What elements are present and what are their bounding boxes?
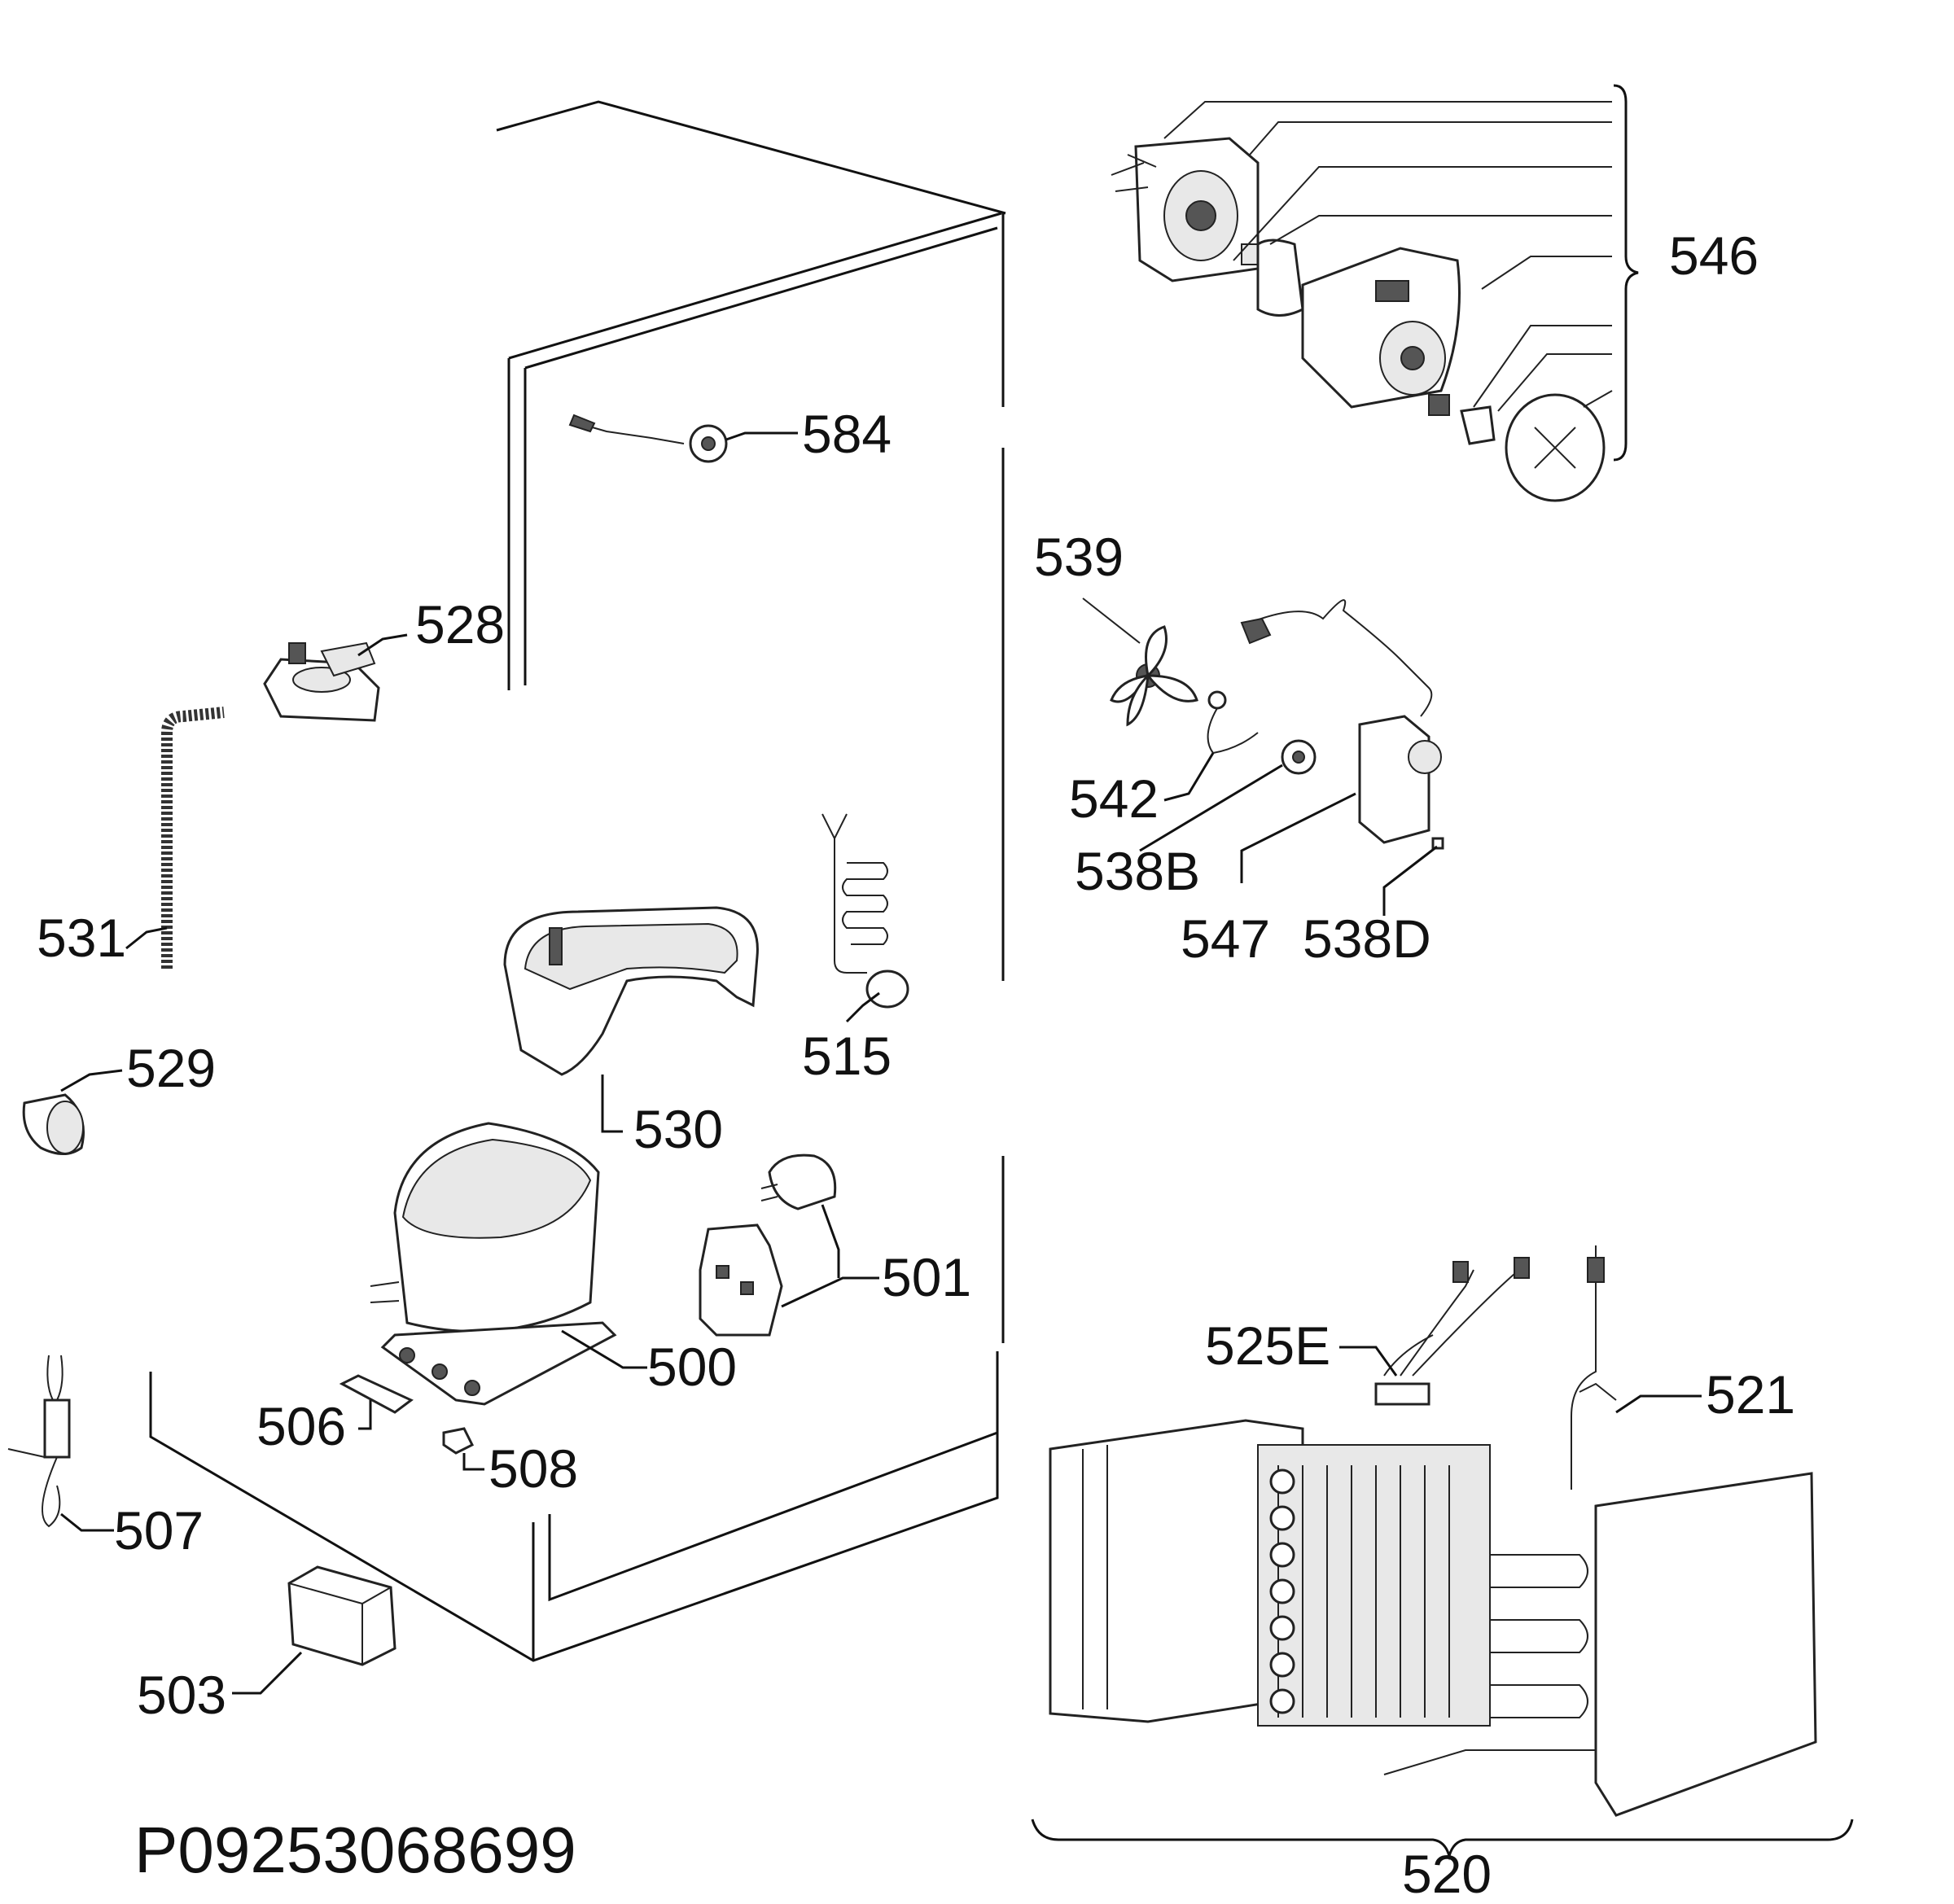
label-508: 508	[488, 1438, 578, 1499]
fan-assembly-546	[1111, 137, 1606, 502]
label-520: 520	[1402, 1844, 1492, 1900]
label-525E: 525E	[1205, 1315, 1330, 1376]
part-500	[370, 1122, 647, 1406]
cabinet-outline	[149, 100, 1006, 1662]
label-546: 546	[1669, 225, 1759, 286]
label-501: 501	[882, 1247, 971, 1307]
label-547: 547	[1181, 908, 1270, 969]
label-531: 531	[37, 908, 126, 968]
part-528	[263, 633, 408, 722]
label-503: 503	[137, 1665, 226, 1725]
part-531	[125, 707, 225, 969]
part-515	[821, 813, 909, 1023]
label-538D: 538D	[1303, 908, 1431, 969]
label-506: 506	[256, 1396, 346, 1456]
label-584: 584	[802, 404, 892, 464]
label-538B: 538B	[1075, 841, 1200, 901]
fan-motor-group	[1139, 599, 1444, 916]
part-530	[503, 906, 759, 1133]
label-528: 528	[415, 594, 505, 654]
part-584	[568, 414, 798, 463]
part-501	[699, 1153, 879, 1337]
part-539	[1082, 597, 1198, 727]
label-521: 521	[1706, 1364, 1795, 1425]
diagram-code: P09253068699	[134, 1814, 576, 1886]
label-529: 529	[126, 1038, 216, 1098]
part-529	[22, 1069, 123, 1155]
leader-lines-546	[1163, 84, 1639, 462]
part-506-508	[339, 1374, 484, 1471]
part-503	[232, 1565, 396, 1695]
label-542: 542	[1069, 768, 1159, 829]
label-515: 515	[802, 1026, 892, 1086]
label-507: 507	[114, 1500, 204, 1560]
label-530: 530	[633, 1099, 723, 1159]
label-539: 539	[1034, 527, 1124, 587]
part-507	[7, 1355, 114, 1532]
label-500: 500	[647, 1337, 737, 1397]
part-520-evaporator	[1031, 1245, 1854, 1861]
